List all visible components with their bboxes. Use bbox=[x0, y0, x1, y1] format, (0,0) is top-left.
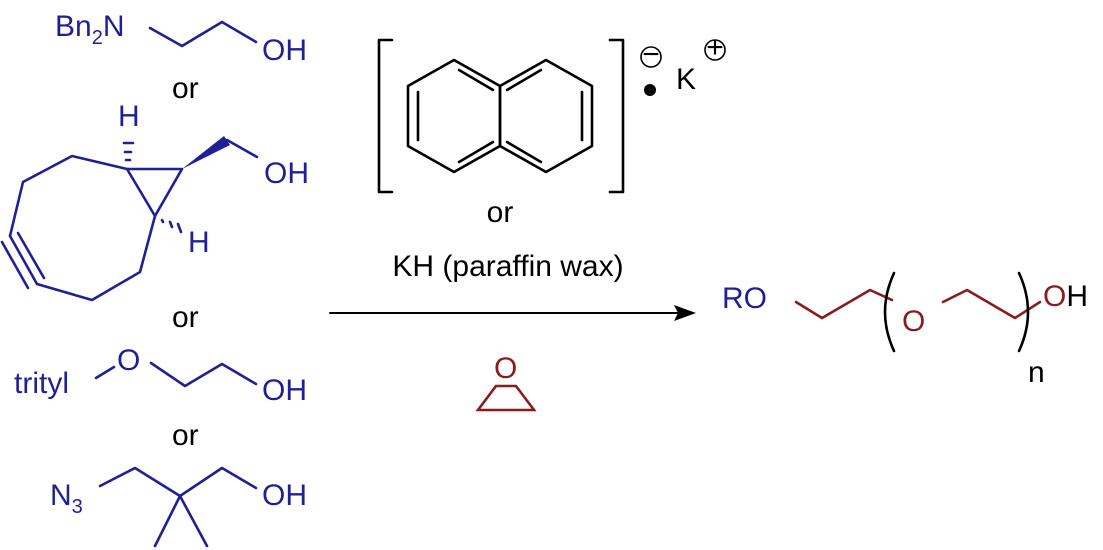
hash-bond bbox=[160, 218, 183, 234]
oh-label: OH bbox=[1043, 280, 1088, 313]
hash-bond bbox=[122, 141, 135, 162]
ring-bond bbox=[8, 154, 129, 238]
or-label: or bbox=[172, 419, 199, 452]
radical-dot bbox=[644, 84, 656, 96]
bond bbox=[148, 20, 258, 48]
right-bracket bbox=[608, 38, 625, 194]
oh-label: OH bbox=[264, 157, 309, 190]
trityl-ethylene-glycol: trityl O OH bbox=[14, 344, 307, 407]
ethylene-oxide: O bbox=[475, 352, 537, 412]
epoxide-ring bbox=[475, 384, 537, 412]
h-label: H bbox=[188, 226, 210, 259]
wedge-bond bbox=[182, 136, 230, 169]
potassium-naphthalenide: − K + bbox=[377, 31, 726, 194]
ro-label: RO bbox=[722, 282, 767, 315]
n3-label: N3 bbox=[50, 479, 83, 518]
potassium-label: K bbox=[676, 63, 696, 96]
oh-label: OH bbox=[262, 374, 307, 407]
o-label: O bbox=[494, 352, 517, 385]
peg-product: RO O OH n bbox=[722, 271, 1088, 389]
naphthalene bbox=[406, 58, 594, 174]
or-label: or bbox=[172, 301, 199, 334]
oh-label: OH bbox=[262, 34, 307, 67]
right-paren bbox=[1017, 271, 1030, 353]
left-bracket bbox=[377, 38, 394, 194]
bn-label: Bn2N bbox=[55, 10, 125, 49]
plus-sign: + bbox=[706, 31, 724, 64]
bcn-alcohol: OH H H bbox=[0, 100, 309, 302]
ring-bond bbox=[35, 214, 157, 302]
negative-charge-icon bbox=[640, 46, 662, 68]
minus-sign: − bbox=[642, 38, 660, 71]
o-label: O bbox=[117, 344, 140, 377]
bond bbox=[794, 288, 894, 320]
trityl-label: trityl bbox=[14, 367, 69, 400]
arrow-head bbox=[674, 305, 696, 321]
dibenzylaminoethanol: Bn2N OH bbox=[55, 10, 307, 67]
or-label: or bbox=[172, 72, 199, 105]
oh-label: OH bbox=[262, 479, 307, 512]
kh-label: KH (paraffin wax) bbox=[392, 250, 623, 283]
bond bbox=[98, 466, 258, 498]
o-label: O bbox=[902, 305, 925, 338]
h-label: H bbox=[118, 100, 140, 133]
cyclopropane bbox=[125, 167, 184, 218]
or-label: or bbox=[487, 196, 514, 229]
bond bbox=[149, 361, 258, 388]
azido-alcohol: N3 OH bbox=[50, 466, 307, 548]
positive-charge-icon bbox=[704, 39, 726, 61]
repeat-n-label: n bbox=[1028, 356, 1045, 389]
left-paren bbox=[883, 271, 896, 353]
